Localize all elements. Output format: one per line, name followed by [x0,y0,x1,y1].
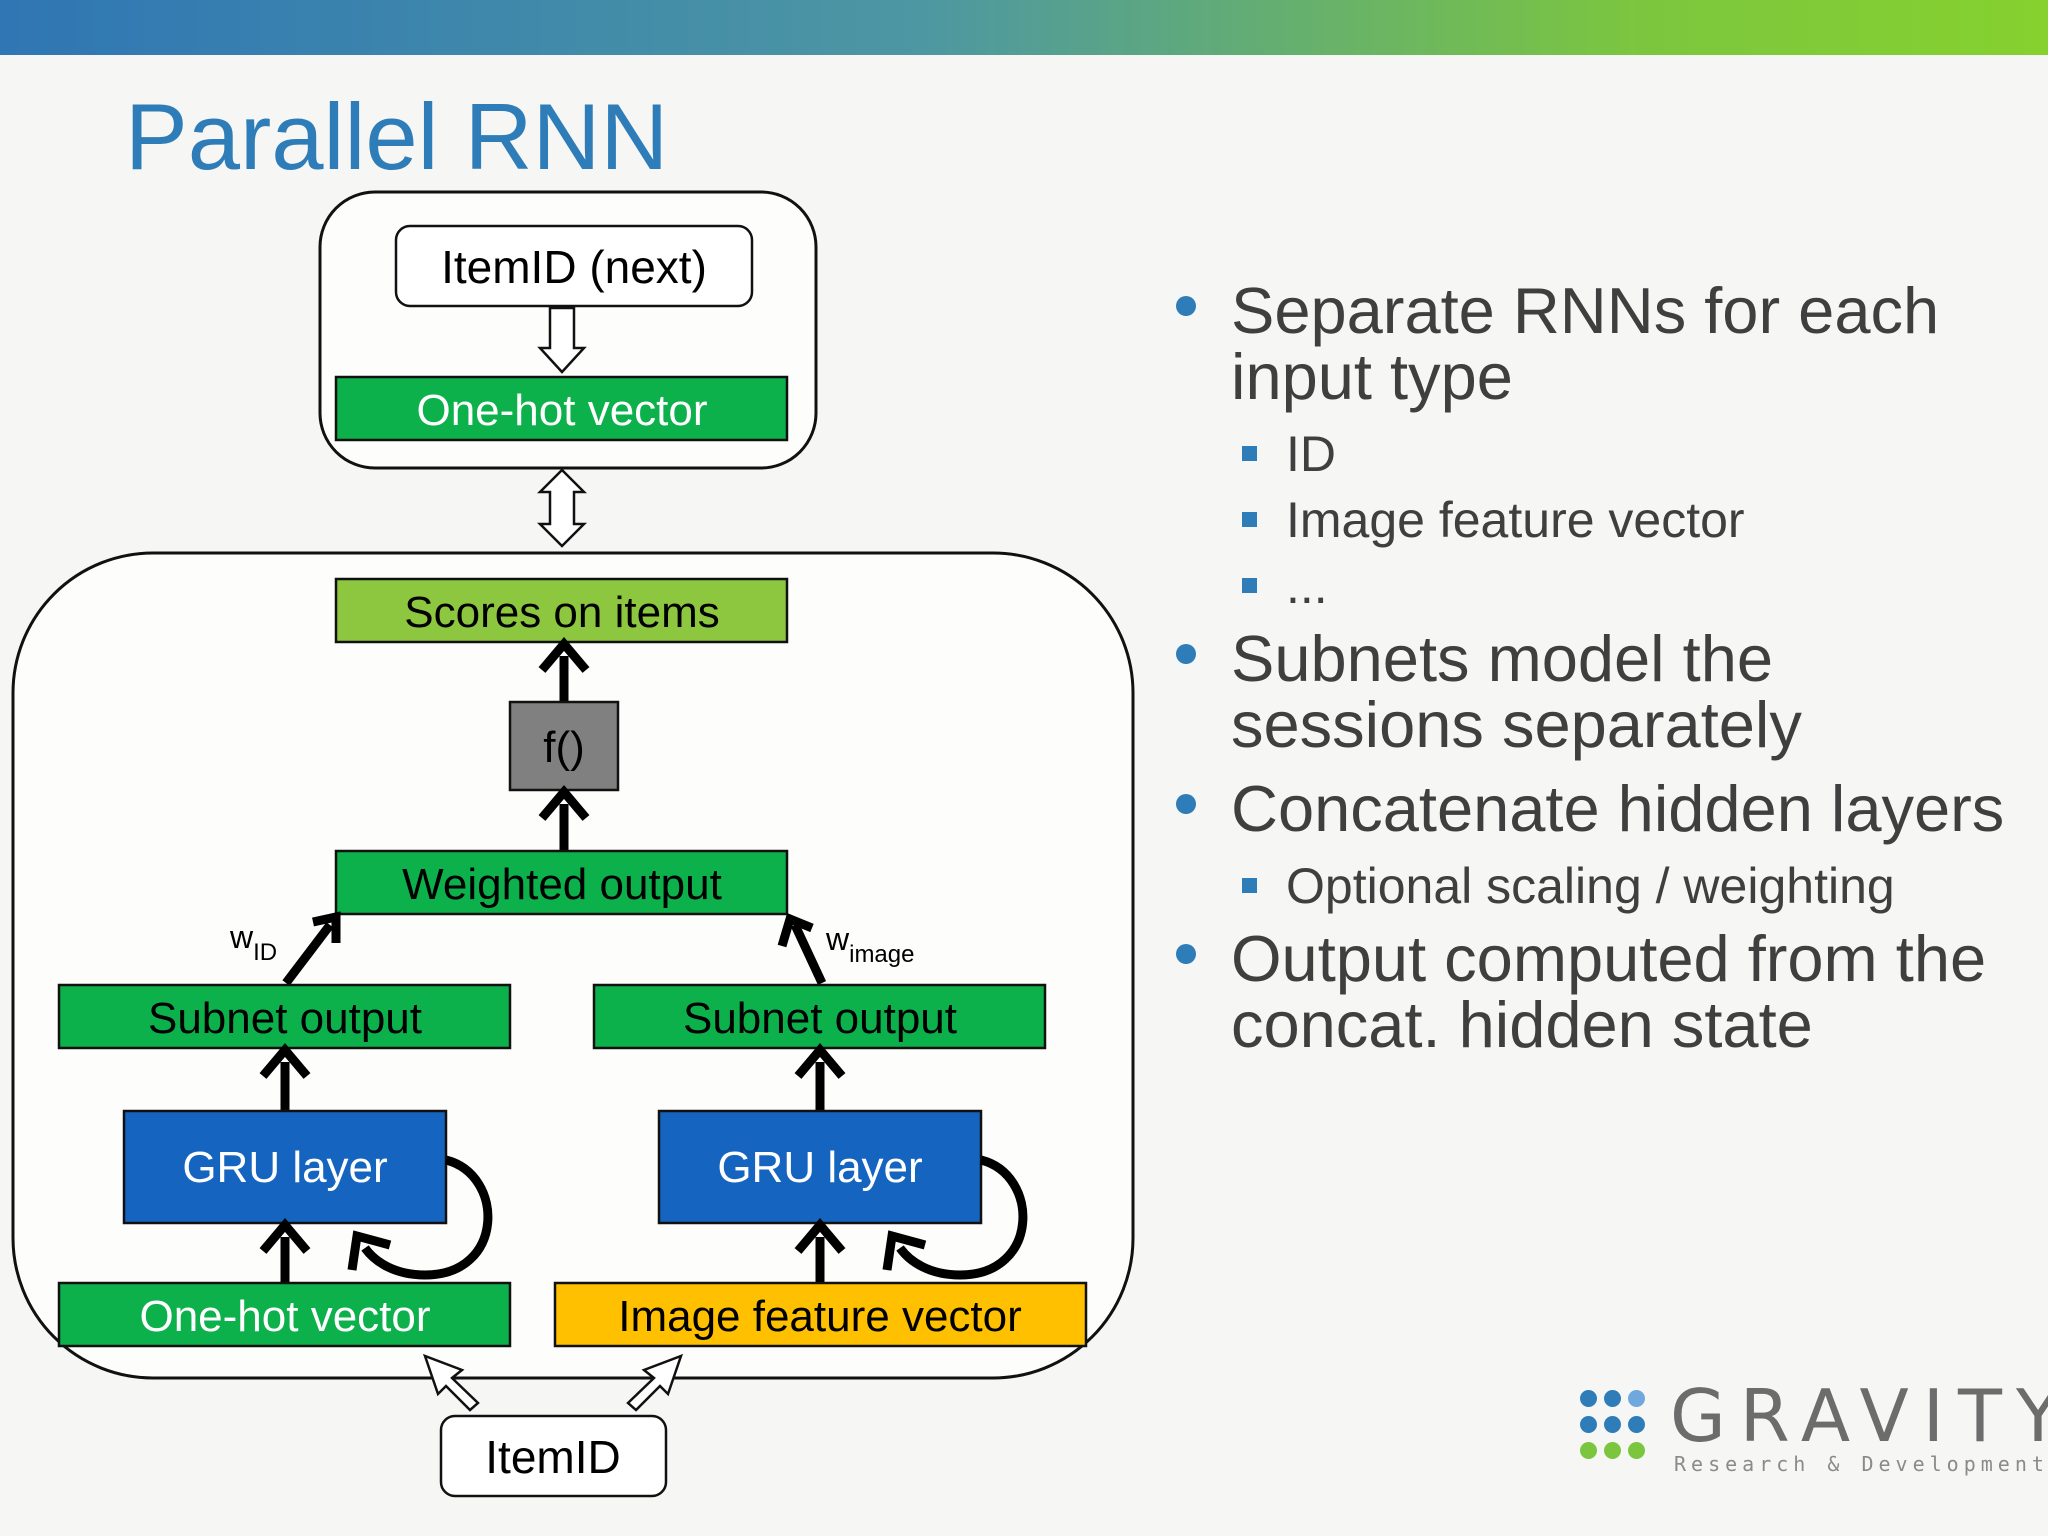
subnet-output-right-label: Subnet output [683,994,957,1043]
logo-dot [1604,1390,1621,1407]
hollow-down-arrow [537,306,587,374]
hollow-arrow-to-onehot [422,1353,480,1412]
logo-dot [1628,1390,1645,1407]
recurrent-loop-left [361,1155,493,1280]
gru-left-box [122,1109,448,1225]
bullet-dot-icon [1176,644,1196,664]
scores-box [334,577,789,644]
logo-dots-icon [1580,1390,1650,1465]
bullet-text: Subnets model the sessions separately [1231,622,1802,761]
subnet-output-left-label: Subnet output [148,994,422,1043]
sub-bullet-square-icon [1242,878,1257,893]
func-label: f() [543,723,585,772]
sub-bullet-item: Optional scaling / weighting [1176,860,2036,912]
func-box [508,700,620,792]
logo-dot [1580,1442,1597,1459]
recurrent-loop-right-head [882,1230,927,1271]
top-gradient-bar [0,0,2048,55]
network-container [11,551,1135,1380]
item-id-label: ItemID [485,1431,620,1483]
recurrent-loop-left-head [347,1230,392,1271]
logo-dot [1580,1390,1597,1407]
arrowhead-onehot-to-gru [259,1218,311,1254]
gru-right-label: GRU layer [717,1143,922,1192]
arrowhead-gru-left-up [259,1043,311,1079]
bullet-item: Output computed from the concat. hidden … [1176,926,2036,1058]
bullet-dot-icon [1176,944,1196,964]
bullet-text: Concatenate hidden layers [1231,772,2005,845]
sub-bullet-square-icon [1242,512,1257,527]
arrowhead-weighted-to-func [538,785,590,821]
logo-dot [1628,1416,1645,1433]
hollow-arrow-to-image [626,1353,684,1412]
arrowhead-right-subnet [777,912,814,948]
logo-dot [1604,1442,1621,1459]
item-id-box [439,1414,668,1498]
bottom-one-hot-label: One-hot vector [139,1292,430,1341]
sub-bullet-square-icon [1242,446,1257,461]
gravity-logo: GRAVITY Research & Development [1580,1380,2048,1480]
logo-dot [1628,1442,1645,1459]
sub-bullet-text: ID [1286,426,1336,482]
bullet-item: Separate RNNs for each input type [1176,278,2036,410]
image-feature-label: Image feature vector [618,1292,1022,1341]
arrow-right-subnet-to-weighted [790,923,827,985]
bullet-dot-icon [1176,794,1196,814]
gru-left-label: GRU layer [182,1143,387,1192]
sub-bullet-text: ... [1286,558,1328,614]
item-id-next-box [394,224,754,308]
sub-bullet-item: ID [1176,428,2036,480]
bullet-text: Output computed from the concat. hidden … [1231,922,1987,1061]
arrowhead-gru-right-up [794,1043,846,1079]
sub-bullet-text: Optional scaling / weighting [1286,858,1895,914]
arrowhead-left-subnet [312,911,341,943]
arrow-left-subnet-to-weighted [282,922,334,986]
slide-title: Parallel RNN [125,84,669,189]
bullet-text: Separate RNNs for each input type [1231,274,1940,413]
top-one-hot-label: One-hot vector [416,386,707,435]
image-feature-box [553,1281,1088,1348]
logo-dot [1604,1416,1621,1433]
bottom-one-hot-box [57,1281,512,1348]
scores-label: Scores on items [404,588,719,637]
recurrent-loop-right [896,1155,1028,1280]
w-image-label: wimage [825,921,914,968]
bullet-item: Concatenate hidden layers [1176,776,2036,842]
bullet-dot-icon [1176,296,1196,316]
weighted-output-box [334,849,789,916]
w-id-label: wID [229,919,277,966]
arrowhead-func-to-scores [538,637,590,673]
weighted-output-label: Weighted output [402,860,722,909]
logo-subtitle: Research & Development [1674,1452,2048,1476]
sub-bullet-text: Image feature vector [1286,492,1745,548]
logo-wordmark: GRAVITY [1670,1374,2048,1458]
sub-bullet-item: Image feature vector [1176,494,2036,546]
sub-bullet-item: ... [1176,560,2036,612]
logo-dot [1580,1416,1597,1433]
sub-bullet-square-icon [1242,578,1257,593]
item-id-next-label: ItemID (next) [441,241,707,293]
hollow-double-arrow [536,468,588,548]
top-one-hot-box [334,375,789,442]
bullet-item: Subnets model the sessions separately [1176,626,2036,758]
arrowhead-image-to-gru [794,1218,846,1254]
